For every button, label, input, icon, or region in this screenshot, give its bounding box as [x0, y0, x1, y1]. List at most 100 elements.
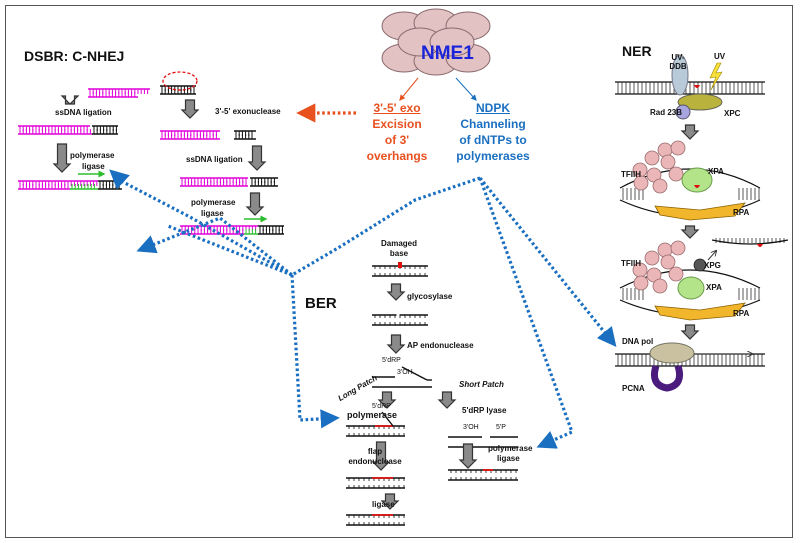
tfiih-subunit	[633, 275, 649, 291]
uv-damage-mark	[694, 85, 700, 88]
gray-down-arrow-icon	[386, 334, 406, 354]
xpa-protein-1	[681, 167, 713, 193]
ber-ligase: ligase	[372, 500, 395, 509]
gray-down-arrow-icon	[680, 324, 700, 340]
tfiih-subunit	[668, 266, 684, 282]
xpc-protein	[677, 93, 723, 111]
ner-rpa-2: RPA	[733, 309, 750, 318]
gray-down-arrow-icon	[371, 441, 391, 471]
ndpk-desc-2: of dNTPs to	[459, 133, 527, 147]
exo-desc-3: overhangs	[366, 149, 428, 163]
gray-down-arrow-icon	[386, 283, 406, 301]
tfiih-subunit	[668, 166, 684, 182]
ner-uvddb-1: UV-	[671, 53, 685, 62]
dsbr-pol-right-1: polymerase	[191, 198, 236, 207]
exo-title: 3'-5' exo	[373, 101, 421, 115]
ber-flap-1: flap	[367, 447, 383, 456]
gray-down-arrow-icon	[180, 99, 200, 119]
ndpk-to-ner-arrow	[478, 176, 617, 347]
rpa-protein-1	[654, 202, 746, 221]
dsbr-pol-left-1: polymerase	[70, 151, 115, 160]
dna-pol-protein	[649, 342, 695, 364]
ner-dna-pol: DNA pol	[622, 337, 654, 346]
ndpk-title: NDPK	[475, 101, 510, 115]
tfiih-subunit	[660, 254, 676, 270]
ber-damaged-base-mark	[398, 262, 402, 268]
tfiih-subunit	[652, 178, 668, 194]
ner-xpc: XPC	[724, 109, 741, 118]
gray-down-arrow-icon	[247, 145, 267, 171]
ber-polymerase-long: polymerase	[347, 410, 398, 420]
ndpk-desc-3: polymerases	[456, 149, 530, 163]
ner-tfiih-2: TFIIH	[621, 259, 641, 268]
excision-arrow	[707, 251, 716, 261]
tfiih-subunit	[660, 154, 676, 170]
gray-down-arrow-icon	[377, 391, 397, 409]
dsbr-ssdna-ligation-left: ssDNA ligation	[55, 108, 112, 117]
gray-down-arrow-icon	[680, 225, 700, 239]
excised-damage-mark	[757, 244, 763, 247]
tfiih-subunit	[652, 278, 668, 294]
dsbr-pol-left-2: ligase	[82, 162, 105, 171]
ner-uv: UV	[714, 52, 726, 61]
nme1-hexamer-subunit	[429, 27, 475, 57]
gray-down-arrow-icon	[458, 443, 478, 469]
ner-rad23b: Rad 23B	[650, 108, 683, 117]
tfiih-subunit	[644, 150, 660, 166]
gray-down-arrow-icon	[680, 124, 700, 140]
ber-short-patch: Short Patch	[459, 380, 504, 389]
section-dsbr: DSBR: C-NHEJ	[24, 48, 125, 64]
section-ber: BER	[305, 295, 337, 312]
ber-p-short: 5'P	[496, 424, 506, 431]
gray-down-arrow-icon	[245, 192, 265, 216]
ndpk-to-ber-long-arrow	[290, 274, 340, 429]
exo-desc-2: of 3'	[384, 133, 410, 147]
tfiih-subunit	[633, 175, 649, 191]
ber-flap-2: endonuclease	[348, 457, 402, 466]
ber-drp-long: 5'dRP	[372, 403, 391, 410]
ndpk-to-dsbr-left-arrow	[109, 169, 293, 277]
gray-down-arrow-icon	[380, 493, 400, 510]
ner-pcna: PCNA	[622, 384, 645, 393]
exo-desc-1: Excision	[372, 117, 422, 131]
ndpk-branch	[167, 224, 293, 277]
ber-damaged-1: Damaged	[380, 239, 417, 248]
rad23b-protein	[675, 104, 691, 120]
nme1-title: NME1	[421, 43, 474, 64]
dsbr-overhang-circle	[162, 71, 198, 91]
uv-ddb-protein	[671, 54, 689, 96]
nme1-to-exo-arrow	[399, 77, 419, 101]
ner-tfiih-1: TFIIH	[621, 170, 641, 179]
ner-xpa-1: XPA	[708, 167, 724, 176]
excised-fragment	[711, 239, 789, 245]
ber-ap-endonuclease: AP endonuclease	[407, 341, 474, 350]
dsbr-exonuclease-label: 3'-5' exonuclease	[215, 107, 281, 116]
ner-xpg: XPG	[704, 261, 721, 270]
xpa-protein-2	[677, 276, 705, 300]
dsbr-ssdna-ligation-right: ssDNA ligation	[186, 155, 243, 164]
ber-long-flap	[381, 411, 394, 427]
gray-down-arrow-icon	[60, 95, 80, 105]
xpg-protein	[693, 258, 707, 272]
rpa-protein-2	[654, 302, 746, 321]
ner-rpa-1: RPA	[733, 208, 750, 217]
ber-incised-flap	[401, 366, 428, 381]
nme1-to-ndpk-arrow	[455, 77, 477, 101]
ber-pol-short-1: polymerase	[488, 444, 533, 453]
ber-damaged-2: base	[389, 249, 409, 258]
ber-pol-short-2: ligase	[497, 454, 520, 463]
ner-xpa-2: XPA	[706, 283, 722, 292]
ber-drp-top: 5'dRP	[382, 357, 401, 364]
ber-glycosylase: glycosylase	[407, 292, 453, 301]
ndpk-desc-1: Channeling	[460, 117, 526, 131]
pcna-clamp	[650, 364, 684, 392]
ner-uvddb-2: DDB	[669, 62, 687, 71]
figure-frame	[5, 5, 793, 538]
ner-damage-mark-2	[694, 185, 700, 188]
ndpk-to-dsbr-right-arrow	[136, 176, 481, 277]
gray-down-arrow-icon	[437, 391, 457, 409]
section-ner: NER	[622, 43, 652, 59]
gray-down-arrow-icon	[52, 143, 72, 173]
